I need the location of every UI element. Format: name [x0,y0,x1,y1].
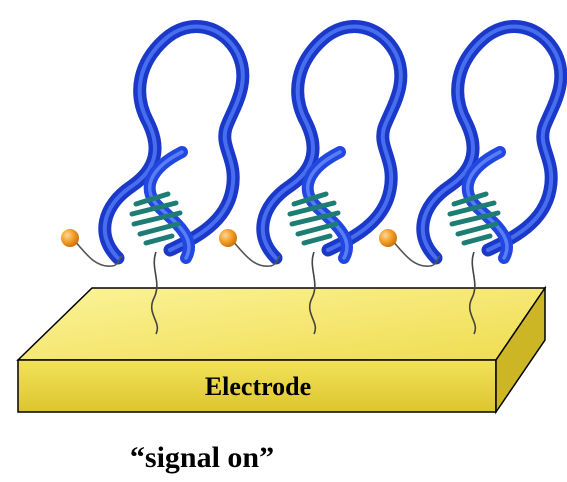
electrode-label: Electrode [205,372,311,401]
dna-probe-2 [219,26,401,335]
electrode-side-face [495,285,546,415]
redox-label-1 [61,229,79,247]
dna-probe-1 [61,26,243,335]
redox-linker-3 [391,239,441,267]
dna-probe-3 [379,26,561,335]
redox-label-3 [379,229,397,247]
electrode [16,285,547,415]
redox-label-2 [219,229,237,247]
thiol-tether-1 [150,251,159,335]
redox-linker-1 [73,239,123,267]
thiol-tether-2 [308,251,317,335]
signal-caption: “signal on” [130,441,274,474]
thiol-tether-3 [468,251,477,335]
electrode-top-face [16,287,547,361]
redox-linker-2 [231,239,281,267]
